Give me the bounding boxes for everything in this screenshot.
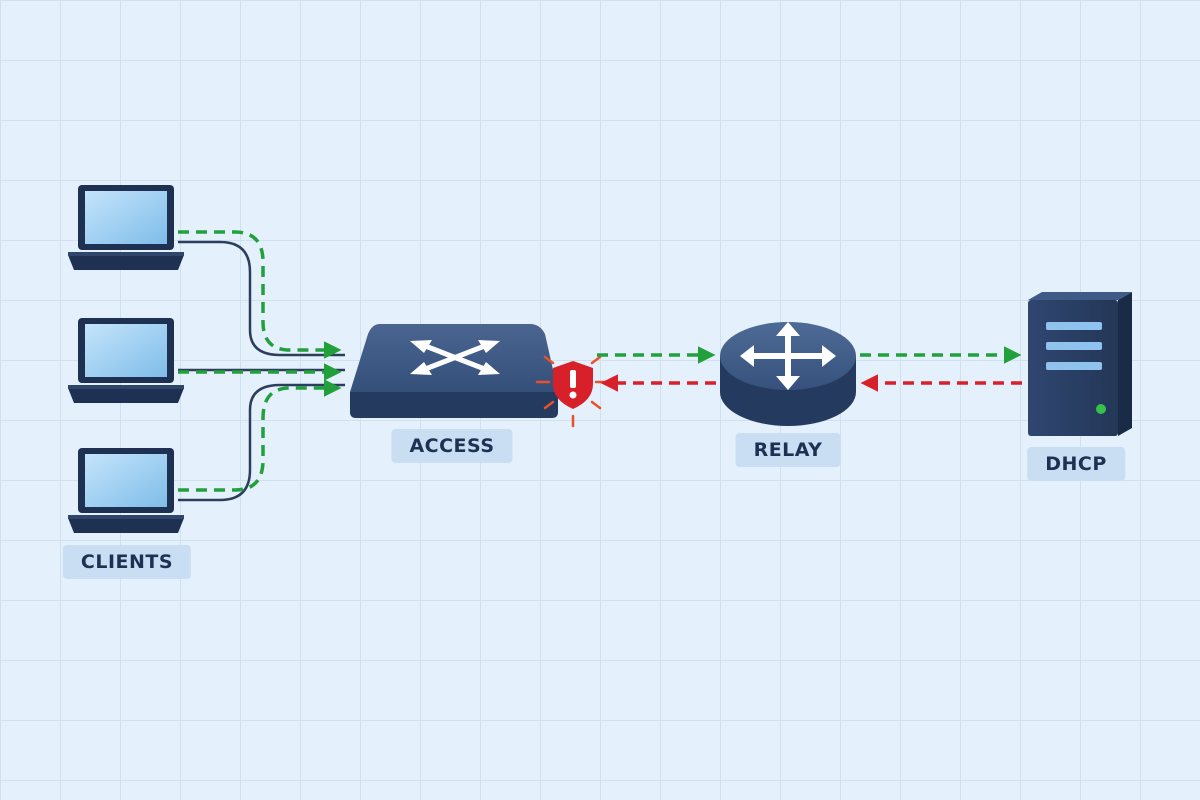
- switch-icon[interactable]: [350, 324, 558, 418]
- flow-client-1: [178, 230, 342, 359]
- clients-label: CLIENTS: [62, 545, 192, 579]
- laptop-icon[interactable]: [68, 318, 184, 403]
- flow-client-3: [178, 379, 342, 492]
- router-icon[interactable]: [720, 322, 856, 426]
- cable-client-1: [178, 240, 345, 357]
- cable-client-3: [178, 383, 345, 502]
- relay-label: RELAY: [735, 433, 841, 467]
- shield-alert-icon: [535, 355, 610, 428]
- client-flows: [178, 230, 342, 492]
- dhcp-label: DHCP: [1027, 447, 1125, 481]
- access-label: ACCESS: [391, 429, 513, 463]
- laptop-icon[interactable]: [68, 448, 184, 533]
- server-icon[interactable]: [1028, 292, 1132, 436]
- laptop-icon[interactable]: [68, 185, 184, 270]
- client-cables: [178, 240, 345, 502]
